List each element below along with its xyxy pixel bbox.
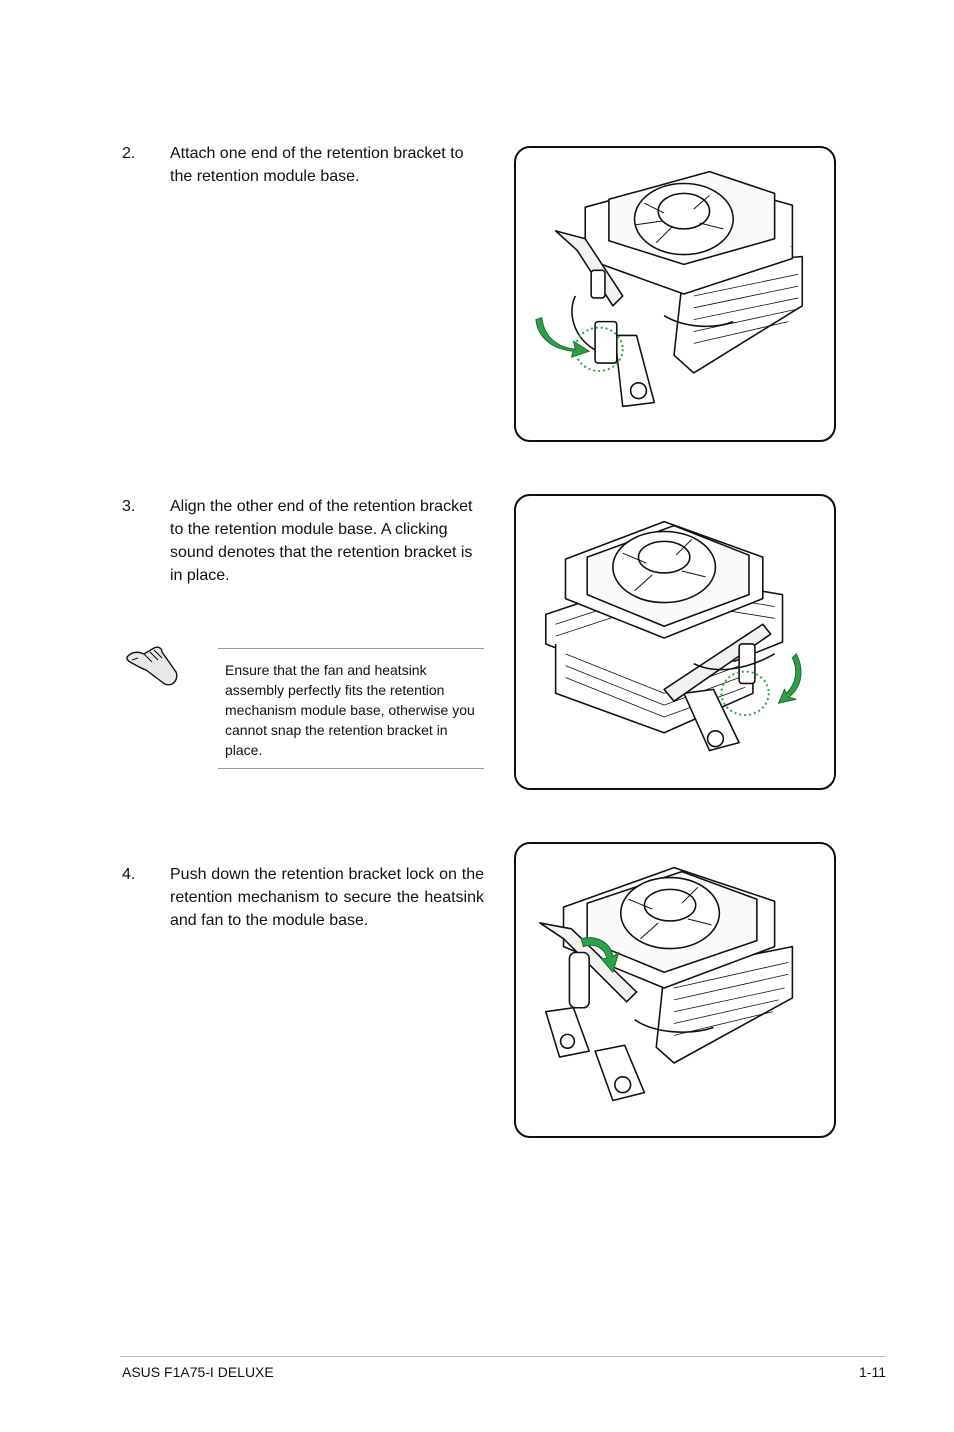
- heatsink-illustration: [535, 170, 804, 408]
- footer-rule: [120, 1356, 886, 1357]
- heatsink-illustration: [539, 866, 794, 1102]
- figure-step-2: [514, 146, 836, 442]
- step-4: 4. Push down the retention bracket lock …: [122, 863, 484, 932]
- step-text: Align the other end of the retention bra…: [170, 498, 473, 584]
- step-2: 2. Attach one end of the retention brack…: [122, 142, 484, 188]
- figure-step-4: [514, 842, 836, 1138]
- step-text: Attach one end of the retention bracket …: [170, 145, 464, 185]
- note-bottom-rule: [218, 768, 484, 769]
- step-number: 2.: [122, 145, 136, 162]
- footer-page-number: 1-11: [859, 1364, 886, 1380]
- note-text: Ensure that the fan and heatsink assembl…: [225, 662, 475, 758]
- step-number: 4.: [122, 866, 136, 883]
- hand-note-icon: [126, 646, 178, 686]
- step-3: 3. Align the other end of the retention …: [122, 495, 484, 587]
- figure-step-3: [514, 494, 836, 790]
- heatsink-illustration: [544, 520, 802, 752]
- step-text: Push down the retention bracket lock on …: [170, 866, 484, 929]
- footer-product-name: ASUS F1A75-I DELUXE: [122, 1364, 274, 1380]
- note-top-rule: [218, 648, 484, 649]
- step-number: 3.: [122, 498, 136, 515]
